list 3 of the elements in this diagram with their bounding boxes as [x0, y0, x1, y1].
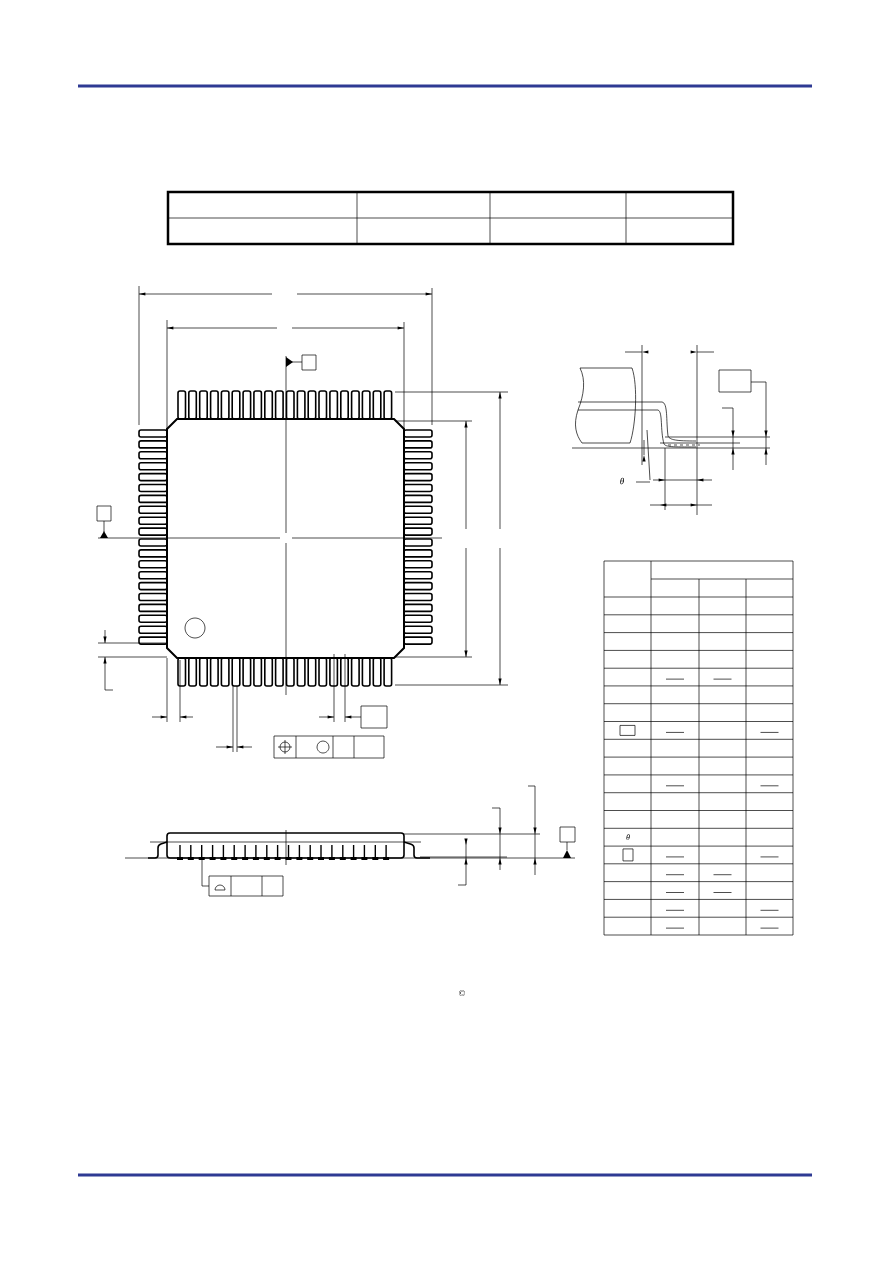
theta-symbol: θ	[626, 834, 630, 841]
theta-label: θ	[620, 477, 624, 485]
copyright-symbol: ©	[459, 989, 466, 997]
